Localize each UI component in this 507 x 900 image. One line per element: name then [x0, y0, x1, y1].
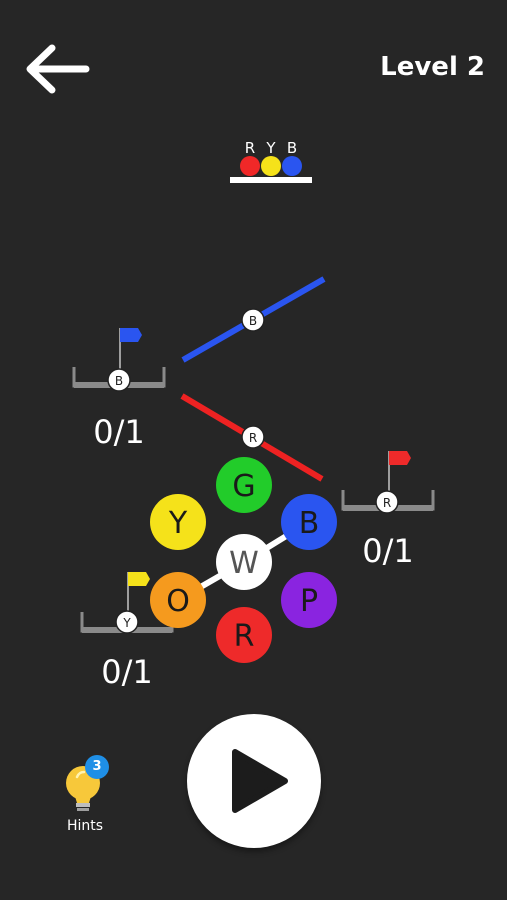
ramp-filter-label: R	[249, 431, 257, 445]
ramp-filter-label: B	[249, 314, 257, 328]
ramp-filter-badge	[241, 425, 265, 449]
cup-count: 0/1	[362, 532, 414, 570]
cup-blue: B 0/1	[72, 328, 166, 451]
hints-button[interactable]: 3 Hints	[55, 755, 115, 840]
target-ball-blue	[282, 156, 302, 176]
ball-letter: Y	[168, 506, 188, 541]
ball-wheel[interactable]: G Y B W O P R	[150, 457, 337, 663]
hints-count-badge: 3	[85, 755, 109, 779]
flag-icon	[389, 451, 411, 465]
ball-letter: B	[299, 506, 320, 541]
ball-letter: O	[166, 584, 190, 619]
ball-red[interactable]: R	[216, 607, 272, 663]
cup-label: B	[115, 374, 123, 388]
ramp-blue[interactable]: B	[181, 276, 326, 363]
target-letter: B	[287, 139, 297, 157]
target-letter: Y	[265, 139, 276, 157]
cup-label: R	[383, 496, 391, 510]
cup-badge	[115, 610, 139, 634]
ball-orange[interactable]: O	[150, 572, 206, 628]
ramp-filter-badge	[241, 308, 265, 332]
cup-count: 0/1	[93, 413, 145, 451]
cup-yellow: Y 0/1	[80, 572, 174, 691]
play-button[interactable]	[187, 714, 321, 848]
cup-count: 0/1	[101, 653, 153, 691]
ball-green[interactable]: G	[216, 457, 272, 513]
cup-badge	[107, 368, 131, 392]
target-letter: R	[245, 139, 255, 157]
back-button[interactable]	[22, 40, 92, 98]
cup-label: Y	[122, 616, 131, 630]
ball-blue[interactable]: B	[281, 494, 337, 550]
level-title: Level 2	[380, 52, 485, 82]
cup-red: R 0/1	[341, 451, 435, 570]
arrow-left-icon	[26, 44, 90, 94]
flag-icon	[120, 328, 142, 342]
hints-label: Hints	[66, 818, 104, 834]
ball-letter: W	[229, 546, 259, 581]
target-sequence: R Y B	[230, 139, 312, 183]
target-ball-yellow	[261, 156, 281, 176]
cup-badge	[375, 490, 399, 514]
flag-icon	[128, 572, 150, 586]
ball-letter: R	[234, 619, 255, 654]
ramp-red[interactable]: R	[180, 393, 324, 482]
ball-yellow[interactable]: Y	[150, 494, 206, 550]
target-shelf	[230, 177, 312, 183]
ball-letter: G	[232, 469, 255, 504]
ball-white[interactable]: W	[216, 534, 272, 590]
play-icon	[232, 749, 288, 813]
target-ball-red	[240, 156, 260, 176]
ball-letter: P	[300, 584, 318, 619]
ball-purple[interactable]: P	[281, 572, 337, 628]
